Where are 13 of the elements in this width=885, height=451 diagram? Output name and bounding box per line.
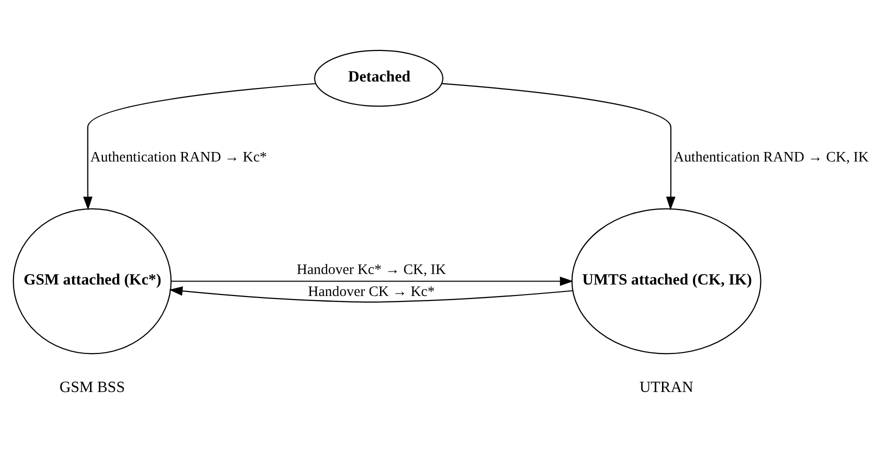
edge-label: Authentication RAND → Kc*: [90, 149, 267, 166]
node-label: UTRAN: [640, 378, 694, 396]
edge-label: Handover Kc* → CK, IK: [296, 262, 446, 278]
node-label: GSM BSS: [59, 378, 125, 396]
arrow: [171, 276, 574, 286]
edge-label: Authentication RAND → CK, IK: [674, 149, 869, 166]
node-ellipse: Detached: [314, 50, 444, 107]
node-circle: GSM attached (Kc*): [12, 208, 172, 354]
edge-label: Handover CK → Kc*: [308, 284, 435, 300]
node-ellipse: UMTS attached (CK, IK): [571, 208, 762, 354]
arrow: [169, 286, 573, 303]
arrow: [442, 83, 676, 210]
arrow: [83, 83, 316, 210]
